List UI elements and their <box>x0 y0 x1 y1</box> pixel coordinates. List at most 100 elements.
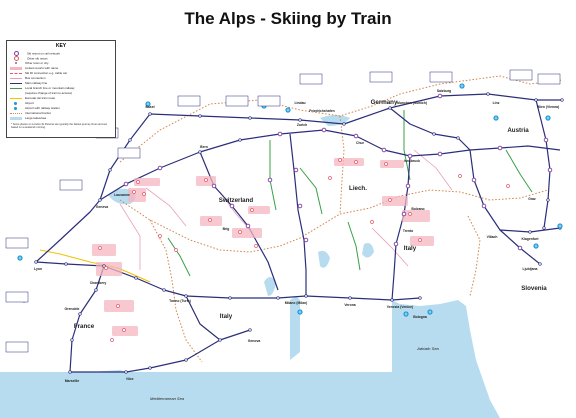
key-symbol-icon <box>10 82 22 84</box>
city-label: Chur <box>356 141 365 145</box>
resort-marker <box>458 174 462 178</box>
town-marker <box>546 198 550 202</box>
town-marker <box>248 116 252 120</box>
town-marker <box>94 288 98 292</box>
rail-resort-marker <box>401 211 407 217</box>
airport-plane-icon <box>546 116 550 120</box>
resort-marker <box>408 212 412 216</box>
airport-plane-icon <box>286 108 290 112</box>
local-line-5 <box>167 237 191 277</box>
town-marker <box>348 296 352 300</box>
key-item: Linked resorts with name <box>10 66 58 70</box>
rail-turin-south <box>185 295 221 341</box>
resort-marker <box>136 180 140 184</box>
local-line-1 <box>269 140 277 211</box>
rail-resort-marker <box>517 245 523 251</box>
resort-marker <box>328 176 332 180</box>
key-item-label: Main railway line <box>25 81 48 85</box>
town-marker <box>198 150 202 154</box>
sea-label: Mediterranean Sea <box>150 396 185 401</box>
journey-time-box <box>59 179 83 191</box>
town-marker <box>184 358 188 362</box>
rail-resort-marker <box>123 181 129 187</box>
key-item-label: Local branch line or mountain railway <box>25 86 75 90</box>
journey-time-box <box>257 95 281 107</box>
rail-resort-marker <box>321 127 327 133</box>
journey-time-box <box>177 95 201 107</box>
town-marker <box>486 92 490 96</box>
journey-time-box <box>369 71 393 83</box>
sea-label: Adriatic Sea <box>416 346 439 351</box>
town-marker <box>276 296 280 300</box>
linked-resort-band <box>402 210 430 222</box>
journey-time-box <box>225 95 249 107</box>
bus-route-3 <box>371 227 409 267</box>
town-marker <box>78 312 82 316</box>
town-marker <box>102 264 106 268</box>
town-marker <box>342 122 346 126</box>
journey-time-box <box>5 237 29 249</box>
resort-marker <box>254 244 258 248</box>
bus-route-1 <box>119 203 141 270</box>
city-label: Klagenfurt <box>522 237 540 241</box>
key-item-label: International border <box>25 111 52 115</box>
key-item: Other ski resort <box>10 56 48 61</box>
town-marker <box>98 198 102 202</box>
border-france-italy <box>149 219 203 363</box>
key-symbol-icon <box>10 97 22 99</box>
rail-resort-marker <box>437 151 443 157</box>
key-item-label: Large lakes/sea <box>25 116 47 120</box>
key-item: (requires change of train to access) <box>10 91 72 95</box>
airport-plane-icon <box>146 102 150 106</box>
city-label: Ljubljana <box>523 267 538 271</box>
town-marker <box>542 226 546 230</box>
linked-resort-band <box>96 262 122 276</box>
city-label: Salzburg <box>437 89 451 93</box>
key-item-label: Eurostar ski train route <box>25 96 56 100</box>
adriatic-sea <box>392 300 500 418</box>
map-title: The Alps - Skiing by Train <box>184 9 392 28</box>
key-symbol-icon <box>10 77 22 79</box>
key-item-label: (requires change of train to access) <box>25 91 73 95</box>
city-label: Linz <box>493 101 500 105</box>
city-label: Villach <box>487 235 498 239</box>
airport-plane-icon <box>18 256 22 260</box>
town-marker <box>390 298 394 302</box>
city-label: Bern <box>200 145 208 149</box>
resort-marker <box>338 158 342 162</box>
town-marker <box>538 262 542 266</box>
key-item: Bus connection <box>10 76 46 80</box>
rail-resort-marker <box>353 133 359 139</box>
lake-garda <box>362 243 374 258</box>
key-item: Large lakes/sea <box>10 116 46 120</box>
marker-layer <box>5 69 564 374</box>
journey-time-box <box>429 71 453 83</box>
city-label: Wien (Vienna) <box>537 105 559 109</box>
resort-band-layer <box>92 158 434 336</box>
airport-plane-icon <box>534 244 538 248</box>
resort-marker <box>110 338 114 342</box>
city-label: Genova <box>248 339 261 343</box>
key-symbol-icon <box>10 116 22 120</box>
town-marker <box>68 370 72 374</box>
journey-time-box <box>537 73 561 85</box>
key-symbol-icon <box>10 66 22 70</box>
rail-resort-marker <box>471 177 477 183</box>
town-marker <box>148 112 152 116</box>
airport-plane-icon <box>558 224 562 228</box>
resort-marker <box>370 220 374 224</box>
town-marker <box>124 370 128 374</box>
rail-resort-marker <box>303 237 309 243</box>
rail-resort-marker <box>211 183 217 189</box>
key-item-label: Other ski resort <box>27 56 48 61</box>
key-item-label: Airport <box>25 101 34 105</box>
country-label: Switzerland <box>219 197 254 204</box>
rail-resort-marker <box>393 241 399 247</box>
town-marker <box>148 366 152 370</box>
resort-marker <box>158 234 162 238</box>
rail-resort-marker <box>381 147 387 153</box>
key-item-label: Linked resorts with name <box>25 66 59 70</box>
country-label: France <box>74 323 95 330</box>
